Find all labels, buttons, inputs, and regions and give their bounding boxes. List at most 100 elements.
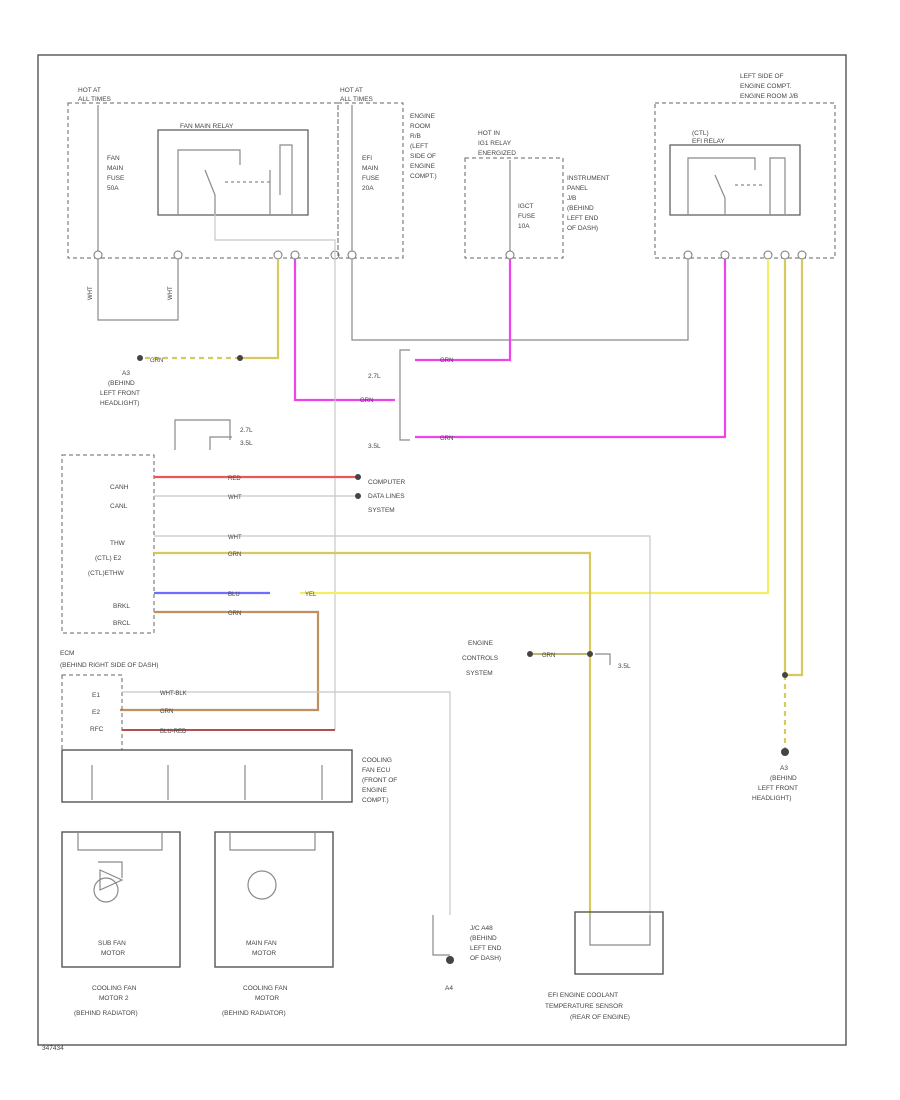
svg-text:(CTL) E2: (CTL) E2 xyxy=(95,555,122,562)
svg-text:(BEHIND RADIATOR): (BEHIND RADIATOR) xyxy=(222,1010,286,1017)
sub-fan-motor-label-1: SUB FAN xyxy=(98,940,126,947)
wire-label-grn-a: GRN xyxy=(150,358,163,364)
sub-fan-motor-icon xyxy=(93,877,119,903)
ecm-box xyxy=(61,454,155,634)
efi-main-fuse-1: EFI xyxy=(362,155,372,162)
svg-text:(LEFT: (LEFT xyxy=(410,143,428,150)
igct-fuse-1: IGCT xyxy=(518,203,534,210)
svg-text:SYSTEM: SYSTEM xyxy=(368,507,395,514)
engine-room-jb-box xyxy=(654,102,836,259)
svg-text:(BEHIND RADIATOR): (BEHIND RADIATOR) xyxy=(74,1010,138,1017)
efi-relay xyxy=(669,144,801,216)
coolant-sensor-box xyxy=(574,911,664,975)
svg-text:COOLING FAN: COOLING FAN xyxy=(92,985,137,992)
engine-controls-label: ENGINE CONTROLS SYSTEM xyxy=(462,640,499,677)
efi-main-fuse-4: 20A xyxy=(362,185,374,192)
efi-relay-label-1: (CTL) xyxy=(692,130,709,137)
igct-fuse-2: FUSE xyxy=(518,213,536,220)
svg-text:ROOM: ROOM xyxy=(410,123,430,130)
efi-main-fuse-3: FUSE xyxy=(362,175,380,182)
svg-text:(REAR OF ENGINE): (REAR OF ENGINE) xyxy=(570,1014,630,1021)
wire-label-wht-can: WHT xyxy=(228,495,242,501)
hot-all-times-label-1a: HOT AT xyxy=(78,87,101,94)
wire-label-wht-thw: WHT xyxy=(228,535,242,541)
cooling-fan-ecu xyxy=(61,749,353,803)
wire-label-red: RED xyxy=(228,476,241,482)
svg-text:COOLING: COOLING xyxy=(362,757,392,764)
svg-text:LEFT END: LEFT END xyxy=(470,945,502,952)
ecm-pin-rfc: RFC xyxy=(90,726,104,733)
svg-text:(BEHIND: (BEHIND xyxy=(567,205,594,212)
fan-main-fuse-3: FUSE xyxy=(107,175,125,182)
diagram-frame xyxy=(37,54,847,1046)
svg-text:LEFT FRONT: LEFT FRONT xyxy=(100,390,140,397)
ecm-27l: 2.7L xyxy=(240,427,253,434)
igct-fuse-3: 10A xyxy=(518,223,530,230)
wire-label-wht-1: WHT xyxy=(88,286,94,300)
svg-text:(BEHIND: (BEHIND xyxy=(470,935,497,942)
engine-ctl-35l: 3.5L xyxy=(618,663,631,670)
svg-text:HEADLIGHT): HEADLIGHT) xyxy=(100,400,139,407)
main-fan-motor-icon xyxy=(247,870,277,900)
wire-label-blu: BLU xyxy=(228,592,240,598)
efi-relay-label-2: EFI RELAY xyxy=(692,138,725,145)
svg-text:MOTOR 2: MOTOR 2 xyxy=(99,995,129,1002)
ecm-pin-e1: E1 xyxy=(92,692,100,699)
hot-all-times-label-1b: ALL TIMES xyxy=(78,96,112,103)
wire-label-grn-pink2: GRN xyxy=(360,398,373,404)
svg-text:THW: THW xyxy=(110,540,126,547)
hot-all-times-label-2b: ALL TIMES xyxy=(340,96,374,103)
svg-text:(BEHIND: (BEHIND xyxy=(770,775,797,782)
main-fan-motor-label-2: MOTOR xyxy=(252,950,276,957)
sub-fan-motor-box xyxy=(61,831,181,968)
instrument-panel-jb-box xyxy=(464,157,564,259)
left-side-engine-3: ENGINE ROOM J/B xyxy=(740,93,798,100)
wire-label-grn-brcl: GRN xyxy=(228,611,241,617)
svg-text:J/C A48: J/C A48 xyxy=(470,925,493,932)
svg-text:CANL: CANL xyxy=(110,503,128,510)
ecm-pin-labels: CANH CANL THW (CTL) E2 (CTL)ETHW BRKL BR… xyxy=(88,484,131,627)
fan-main-fuse-2: MAIN xyxy=(107,165,124,172)
wire-label-grn-e2: GRN xyxy=(228,552,241,558)
svg-text:FAN ECU: FAN ECU xyxy=(362,767,390,774)
cooling-fan-motor-label: COOLING FAN MOTOR (BEHIND RADIATOR) xyxy=(222,985,288,1017)
ground-a3-left: A3 (BEHIND LEFT FRONT HEADLIGHT) xyxy=(100,370,140,407)
svg-text:BRCL: BRCL xyxy=(113,620,131,627)
ecm-title: ECM xyxy=(60,650,74,657)
svg-text:LEFT FRONT: LEFT FRONT xyxy=(758,785,798,792)
wire-label-wht-blk: WHT-BLK xyxy=(160,691,187,697)
ground-a4: A4 xyxy=(445,985,453,992)
ecm-pin-e2: E2 xyxy=(92,709,100,716)
svg-text:(BEHIND: (BEHIND xyxy=(108,380,135,387)
main-fan-motor-box xyxy=(214,831,334,968)
svg-text:COMPT.): COMPT.) xyxy=(362,797,389,804)
hot-at-all-times-box-1 xyxy=(67,102,339,259)
ecm-35l: 3.5L xyxy=(240,440,253,447)
coolant-sensor-label: EFI ENGINE COOLANT TEMPERATURE SENSOR (R… xyxy=(545,992,630,1021)
svg-text:INSTRUMENT: INSTRUMENT xyxy=(567,175,610,182)
svg-text:ENGINE: ENGINE xyxy=(410,113,436,120)
wire-label-wht-2: WHT xyxy=(168,286,174,300)
fan-main-fuse-1: FAN xyxy=(107,155,120,162)
sub-fan-motor-label-2: MOTOR xyxy=(101,950,125,957)
svg-text:CANH: CANH xyxy=(110,484,129,491)
figure-id: 347434 xyxy=(42,1045,64,1052)
svg-text:OF DASH): OF DASH) xyxy=(567,225,598,232)
svg-text:CONTROLS: CONTROLS xyxy=(462,655,499,662)
svg-text:COMPUTER: COMPUTER xyxy=(368,479,406,486)
svg-text:R/B: R/B xyxy=(410,133,421,140)
svg-text:J/B: J/B xyxy=(567,195,576,202)
jc-a48-label: J/C A48 (BEHIND LEFT END OF DASH) xyxy=(470,925,502,962)
svg-text:(CTL)ETHW: (CTL)ETHW xyxy=(88,570,125,577)
splice-35l: 3.5L xyxy=(368,443,381,450)
wire-label-grn-pink3: GRN xyxy=(440,436,453,442)
left-side-engine-2: ENGINE COMPT. xyxy=(740,83,791,90)
svg-text:(FRONT OF: (FRONT OF xyxy=(362,777,397,784)
svg-text:HEADLIGHT): HEADLIGHT) xyxy=(752,795,791,802)
svg-text:LEFT END: LEFT END xyxy=(567,215,599,222)
svg-text:SIDE OF: SIDE OF xyxy=(410,153,436,160)
wire-label-grn-pink1: GRN xyxy=(440,358,453,364)
left-side-engine-1: LEFT SIDE OF xyxy=(740,73,784,80)
cooling-fan-motor-2-label: COOLING FAN MOTOR 2 (BEHIND RADIATOR) xyxy=(74,985,138,1017)
hot-in-ig1-relay-3: ENERGIZED xyxy=(478,150,516,157)
